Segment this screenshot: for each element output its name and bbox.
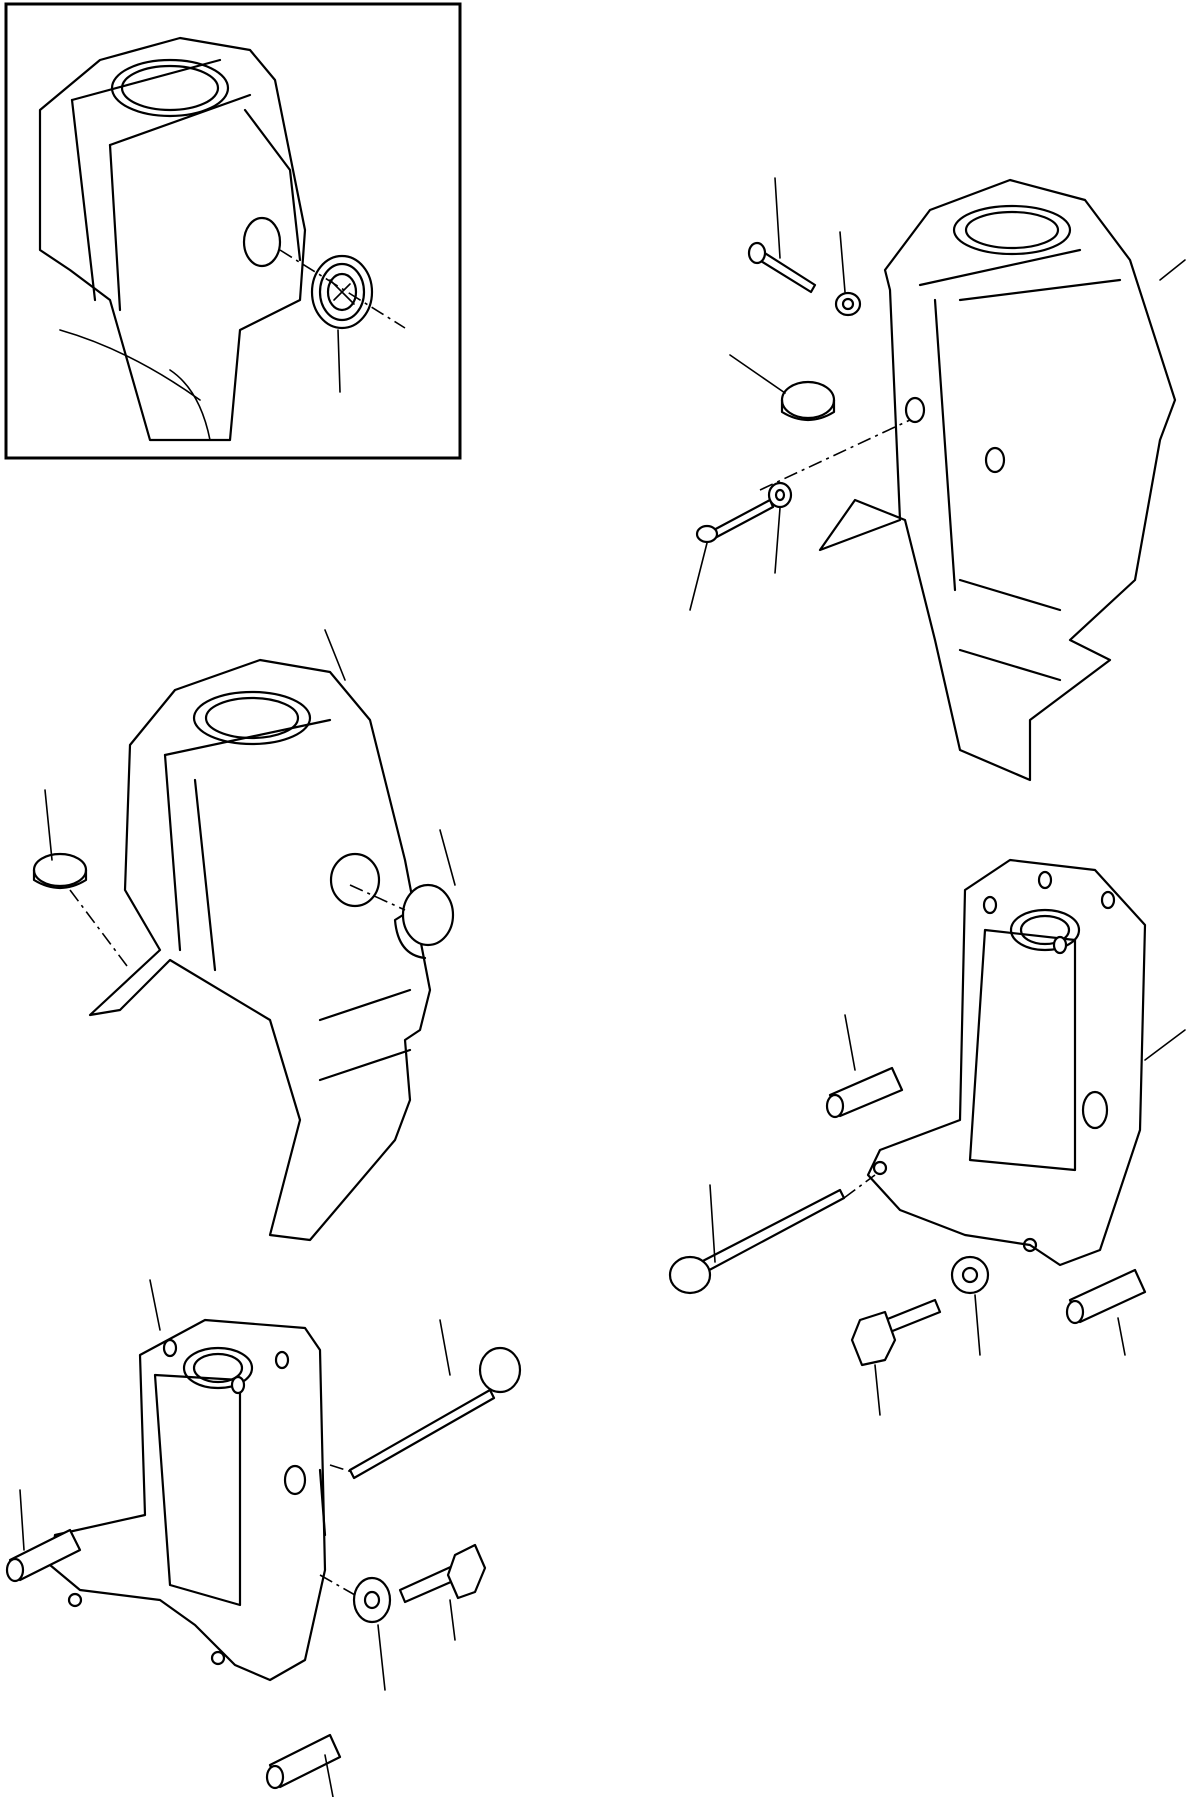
right-cover-housing	[818, 178, 1177, 782]
right-bracket-hex-bolt	[850, 1298, 942, 1416]
right-cover-leader	[1159, 259, 1186, 281]
left-bracket-pin-left	[5, 1489, 82, 1583]
left-bracket-body	[48, 1279, 327, 1682]
left-bracket-assembly	[5, 1279, 522, 1797]
left-cover-housing	[88, 658, 432, 1242]
left-bracket-centerline-top	[329, 1464, 353, 1473]
left-cover-centerline-left	[69, 889, 131, 971]
inset-housing	[38, 36, 307, 442]
left-bracket-centerline-bottom	[319, 1574, 356, 1596]
right-bracket-pin-bottom	[1065, 1268, 1147, 1356]
right-cover-screw-bottom	[689, 498, 775, 611]
right-cover-centerline	[759, 419, 911, 491]
detail-inset	[4, 2, 462, 460]
inset-centerline	[279, 249, 406, 329]
left-bracket-bolt-long	[348, 1319, 522, 1480]
right-cover-plug	[729, 354, 836, 422]
left-cover-leader	[324, 629, 346, 681]
left-cover-assembly	[32, 629, 456, 1242]
right-bracket-assembly	[668, 858, 1186, 1416]
right-bracket-washer	[950, 1255, 990, 1356]
left-bracket-washer	[352, 1576, 392, 1691]
left-cover-centerline-right	[349, 884, 406, 911]
right-bracket-body	[866, 858, 1186, 1267]
right-cover-washer-top	[834, 231, 862, 317]
right-cover-assembly	[689, 177, 1186, 782]
left-bracket-hex-bolt	[398, 1543, 487, 1641]
right-cover-washer-bottom	[767, 481, 793, 574]
inset-grommet	[310, 254, 374, 330]
left-bracket-pin-bottom	[265, 1733, 342, 1797]
right-cover-screw-top	[747, 177, 817, 294]
right-bracket-bolt-long	[668, 1184, 846, 1295]
left-cover-plug-right	[393, 829, 456, 960]
inset-leader	[337, 329, 341, 393]
right-bracket-pin-top	[825, 1014, 904, 1119]
right-bracket-centerline	[843, 1174, 876, 1199]
left-cover-plug-left	[32, 789, 88, 890]
